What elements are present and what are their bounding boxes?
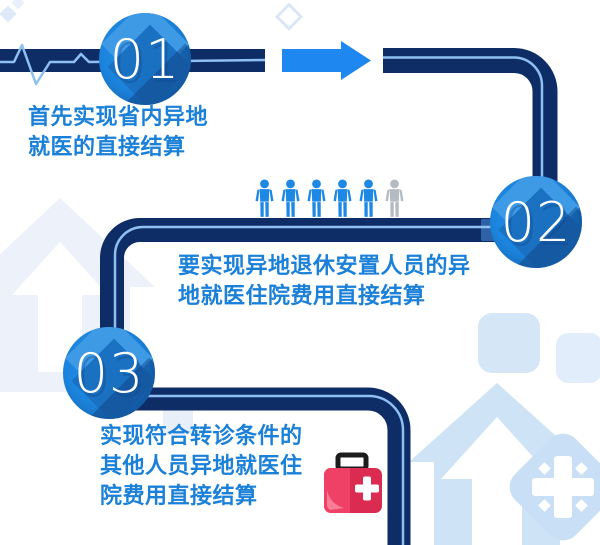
person-icon <box>255 179 274 217</box>
right-arrow-icon <box>282 41 371 80</box>
step-1-badge: 01 <box>99 13 191 105</box>
text-line: 就医的直接结算 <box>28 134 186 159</box>
first-aid-kit-icon <box>324 452 382 513</box>
text-line: 地就医住院费用直接结算 <box>178 283 426 308</box>
text-line: 首先实现省内异地 <box>28 104 209 129</box>
person-icon <box>359 179 378 217</box>
step-number: 02 <box>500 190 572 254</box>
ekg-heartbeat-icon <box>0 43 266 86</box>
watermark-rounded-square <box>556 333 600 383</box>
step-3-badge: 03 <box>63 327 155 419</box>
road-center-line <box>383 56 544 190</box>
person-icon <box>281 179 300 217</box>
small-diamond-outline-icon <box>274 2 304 31</box>
person-icon <box>385 179 404 217</box>
step-3-description: 实现符合转诊条件的 其他人员异地就医住 院费用直接结算 <box>100 421 303 511</box>
watermark-house-arrow-icon <box>441 417 553 545</box>
text-line: 实现符合转诊条件的 <box>100 423 303 448</box>
people-group <box>255 179 404 217</box>
text-line: 要实现异地退休安置人员的异 <box>178 253 471 278</box>
road-segment-1 <box>383 48 558 190</box>
person-icon <box>307 179 326 217</box>
step-1-description: 首先实现省内异地 就医的直接结算 <box>28 102 208 162</box>
text-line: 其他人员异地就医住 <box>100 453 303 478</box>
watermark-house-arrow-icon <box>12 242 108 372</box>
step-2-badge: 02 <box>490 176 582 268</box>
watermark-rounded-square <box>163 405 193 435</box>
person-icon <box>333 179 352 217</box>
small-diamond-icon <box>0 5 17 23</box>
road-center-line <box>113 225 508 340</box>
watermark-rounded-square <box>478 313 540 373</box>
step-number: 03 <box>73 341 145 405</box>
step-2-description: 要实现异地退休安置人员的异 地就医住院费用直接结算 <box>178 251 471 311</box>
small-diamond-icon <box>11 0 25 10</box>
road-center-line <box>113 394 405 545</box>
road-segment-3 <box>113 387 411 545</box>
text-line: 院费用直接结算 <box>100 483 258 508</box>
step-number: 01 <box>109 27 181 91</box>
